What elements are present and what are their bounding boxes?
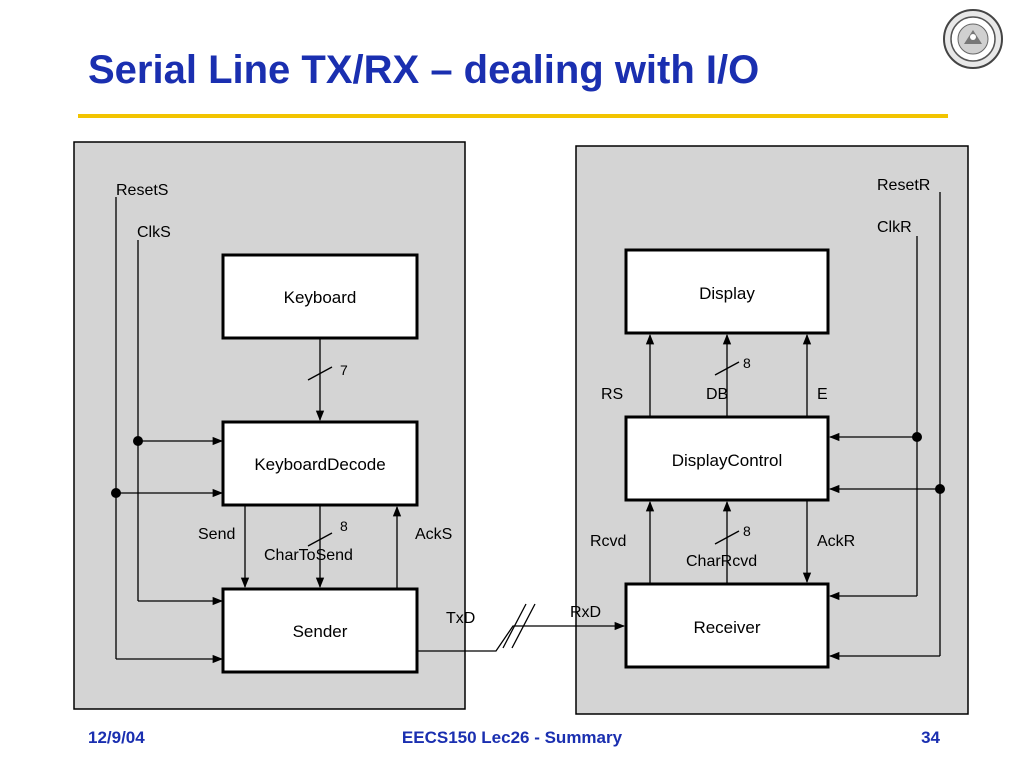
display-block	[624, 248, 830, 335]
keyboard-bus-slash	[307, 366, 333, 381]
rs-label: RS	[601, 386, 623, 403]
db-slash	[714, 361, 740, 376]
rxd-label: RxD	[570, 604, 601, 621]
display-control-label: DisplayControl	[672, 451, 783, 470]
receiver-label: Receiver	[693, 618, 760, 637]
keyboard-decode-label: KeyboardDecode	[254, 455, 385, 474]
slide-title: Serial Line TX/RX – dealing with I/O	[88, 48, 760, 92]
keyboard-block	[221, 253, 419, 340]
sender-label: Sender	[293, 622, 348, 641]
send-label: Send	[198, 526, 235, 543]
keyboard-label: Keyboard	[284, 288, 357, 307]
resets-label: ResetS	[116, 182, 168, 199]
resetr-label: ResetR	[877, 177, 930, 194]
char-to-send-label: CharToSend	[264, 547, 353, 564]
sender-block	[221, 587, 419, 674]
char-rcvd-label: CharRcvd	[686, 553, 757, 570]
receiver-block	[624, 582, 830, 669]
char-rcvd-slash	[714, 530, 740, 545]
clkr-label: ClkR	[877, 219, 912, 236]
footer-course: EECS150 Lec26 - Summary	[401, 728, 623, 747]
keyboard-decode-block	[221, 420, 419, 507]
display-control-block	[624, 415, 830, 502]
title-underline	[78, 114, 948, 118]
clks-label: ClkS	[137, 224, 171, 241]
serial-break-slash-1	[502, 603, 527, 649]
display-label: Display	[699, 284, 755, 303]
footer-page-number: 34	[921, 728, 940, 747]
char-to-send-width: 8	[340, 518, 348, 534]
footer-date: 12/9/04	[88, 728, 145, 747]
e-label: E	[817, 386, 828, 403]
keyboard-bus-width: 7	[340, 362, 348, 378]
rcvd-label: Rcvd	[590, 533, 626, 550]
db-label: DB	[706, 386, 728, 403]
university-seal-icon	[943, 9, 1003, 69]
db-width: 8	[743, 355, 751, 371]
acks-label: AckS	[415, 526, 452, 543]
ackr-label: AckR	[817, 533, 855, 550]
serial-break-slash-2	[511, 603, 536, 649]
char-to-send-slash	[307, 532, 333, 547]
serial-line-wire	[418, 621, 626, 652]
txd-label: TxD	[446, 610, 475, 627]
char-rcvd-width: 8	[743, 523, 751, 539]
